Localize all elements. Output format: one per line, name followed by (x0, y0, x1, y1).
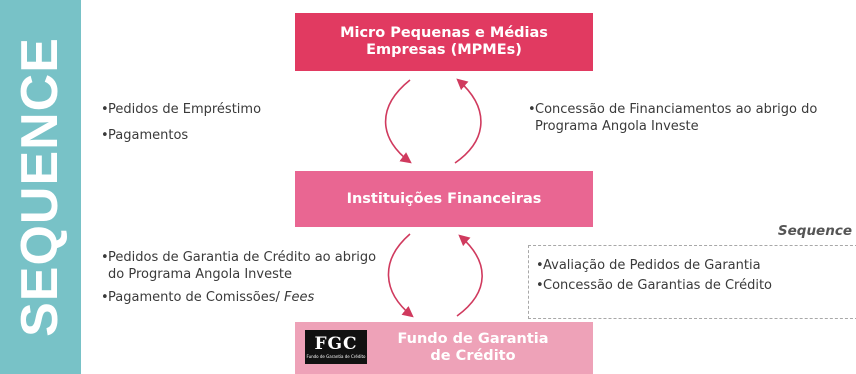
financial-institutions-box: Instituições Financeiras (295, 171, 593, 227)
sequence-label: Sequence (777, 223, 852, 239)
mid-right-list: Avaliação de Pedidos de Garantia Concess… (536, 257, 836, 297)
guarantee-fund-label: Fundo de Garantia de Crédito (397, 331, 549, 364)
financial-institutions-label: Instituições Financeiras (346, 190, 542, 207)
list-item: Pagamento de Comissões/ Fees (101, 289, 391, 306)
list-item-text: Pagamento de Comissões/ (108, 290, 284, 305)
list-item: Pedidos de Empréstimo (101, 101, 291, 118)
list-item: Pagamentos (101, 127, 291, 144)
fgc-logo: FGC Fundo de Garantia de Crédito (305, 330, 367, 364)
mid-left-list: Pedidos de Garantia de Crédito ao abrigo… (101, 249, 391, 312)
list-item: Concessão de Garantias de Crédito (536, 277, 836, 294)
mid-left-arrow (387, 233, 414, 318)
fgc-logo-mark: FGC (314, 333, 358, 354)
mid-right-arrow (456, 234, 483, 317)
list-item: Concessão de Financiamentos ao abrigo do… (528, 101, 848, 135)
side-band: SEQUENCE (0, 0, 81, 374)
sequence-dashed-box (528, 245, 856, 319)
mpmes-box: Micro Pequenas e Médias Empresas (MPMEs) (295, 13, 593, 71)
mpmes-label: Micro Pequenas e Médias Empresas (MPMEs) (340, 25, 548, 58)
list-item-emphasis: Fees (284, 290, 315, 305)
top-left-list: Pedidos de Empréstimo Pagamentos (101, 101, 291, 153)
fgc-logo-subtitle: Fundo de Garantia de Crédito (306, 353, 366, 359)
guarantee-fund-box: FGC Fundo de Garantia de Crédito Fundo d… (295, 322, 593, 374)
list-item: Pedidos de Garantia de Crédito ao abrigo… (101, 249, 391, 283)
list-item: Avaliação de Pedidos de Garantia (536, 257, 836, 274)
top-right-list: Concessão de Financiamentos ao abrigo do… (528, 101, 848, 144)
top-right-arrow (454, 78, 482, 164)
top-left-arrow (384, 79, 412, 164)
